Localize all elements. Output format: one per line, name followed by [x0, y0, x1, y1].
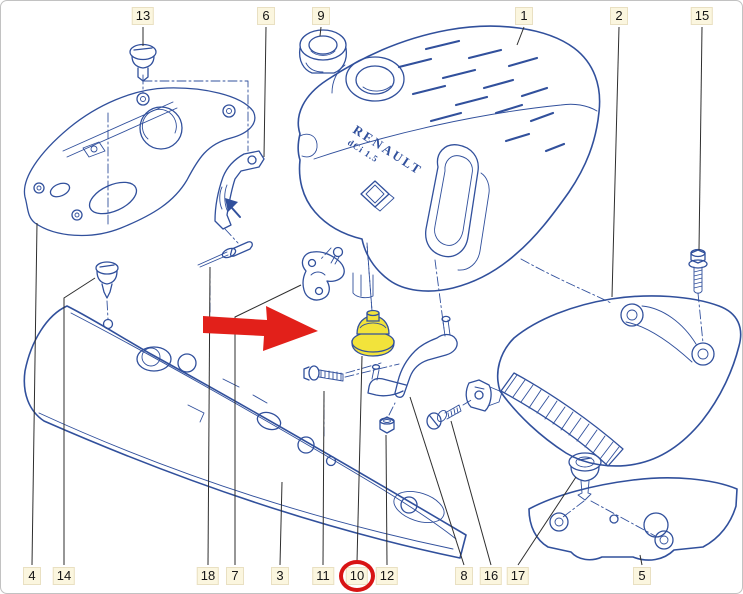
part-9-grommet [298, 29, 348, 74]
callout-15[interactable]: 15 [690, 7, 714, 25]
part-15-bolt [688, 248, 708, 294]
renault-diamond-icon [360, 180, 395, 212]
highlight-circle [339, 560, 375, 592]
leader-lines [31, 26, 703, 566]
part-6-bracket [214, 150, 265, 244]
callout-13[interactable]: 13 [131, 7, 155, 25]
callout-17[interactable]: 17 [506, 567, 530, 585]
callout-5[interactable]: 5 [633, 567, 651, 585]
callout-1[interactable]: 1 [515, 7, 533, 25]
bracket-arrow-icon [225, 198, 238, 212]
callout-4[interactable]: 4 [23, 567, 41, 585]
callout-6[interactable]: 6 [257, 7, 275, 25]
part-1-engine-cover: RENAULT dCi 1.5 [297, 25, 612, 330]
callout-2[interactable]: 2 [610, 7, 628, 25]
part-8-mount-bracket [367, 315, 458, 398]
callout-16[interactable]: 16 [479, 567, 503, 585]
callout-14[interactable]: 14 [52, 567, 76, 585]
callout-3[interactable]: 3 [271, 567, 289, 585]
part-16-latch-plate [465, 379, 503, 412]
part-17-push-clip [562, 452, 658, 538]
part-16-screw [426, 398, 474, 430]
part-4-upper-shield [23, 74, 256, 237]
part-18-rivet-pin [197, 241, 253, 268]
part-5-lower-plate [528, 477, 738, 561]
part-10-rubber-mount [351, 244, 395, 357]
callout-8[interactable]: 8 [455, 567, 473, 585]
part-7-clamp-bracket [301, 246, 345, 301]
highlight-arrow-icon [203, 306, 318, 351]
callout-11[interactable]: 11 [312, 567, 334, 585]
part-11-bolt [303, 363, 400, 382]
part-14-clip [95, 261, 119, 320]
callout-7[interactable]: 7 [226, 567, 244, 585]
part-2-lower-cover [496, 292, 742, 467]
callout-18[interactable]: 18 [196, 567, 220, 585]
callout-12[interactable]: 12 [375, 567, 399, 585]
callout-9[interactable]: 9 [312, 7, 330, 25]
part-12-nut [379, 402, 396, 434]
